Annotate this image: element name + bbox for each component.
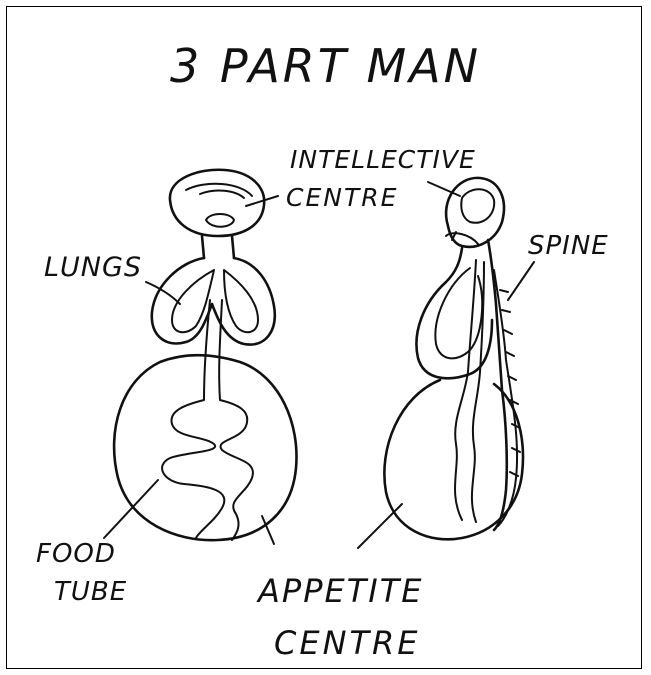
label-intellective-line2: CENTRE xyxy=(286,183,398,212)
side-head-inner xyxy=(461,189,494,223)
spine-leader xyxy=(508,262,534,300)
front-neck xyxy=(202,236,234,258)
appetite-leader-side xyxy=(358,504,402,548)
label-appetite-line1: APPETITE xyxy=(256,572,423,610)
side-belly xyxy=(384,380,523,539)
front-mouth xyxy=(206,214,234,227)
food-tube-leader xyxy=(104,480,158,538)
label-spine: SPINE xyxy=(528,231,609,261)
front-belly xyxy=(114,355,296,540)
label-food-line1: FOOD xyxy=(36,539,116,569)
label-food-line2: TUBE xyxy=(54,577,127,607)
diagram-title: 3 PART MAN xyxy=(170,39,481,93)
front-figure xyxy=(114,170,296,540)
label-appetite-line2: CENTRE xyxy=(274,624,421,662)
front-head-scribble xyxy=(186,184,252,198)
label-lungs: LUNGS xyxy=(44,252,142,283)
side-food-tube xyxy=(455,260,484,522)
front-lungs-inner xyxy=(172,270,258,332)
side-spine xyxy=(488,240,507,530)
label-intellective-line1: INTELLECTIVE xyxy=(290,145,476,174)
intellective-leader-front xyxy=(246,196,278,206)
side-figure xyxy=(384,178,523,539)
front-food-tube xyxy=(162,300,253,540)
